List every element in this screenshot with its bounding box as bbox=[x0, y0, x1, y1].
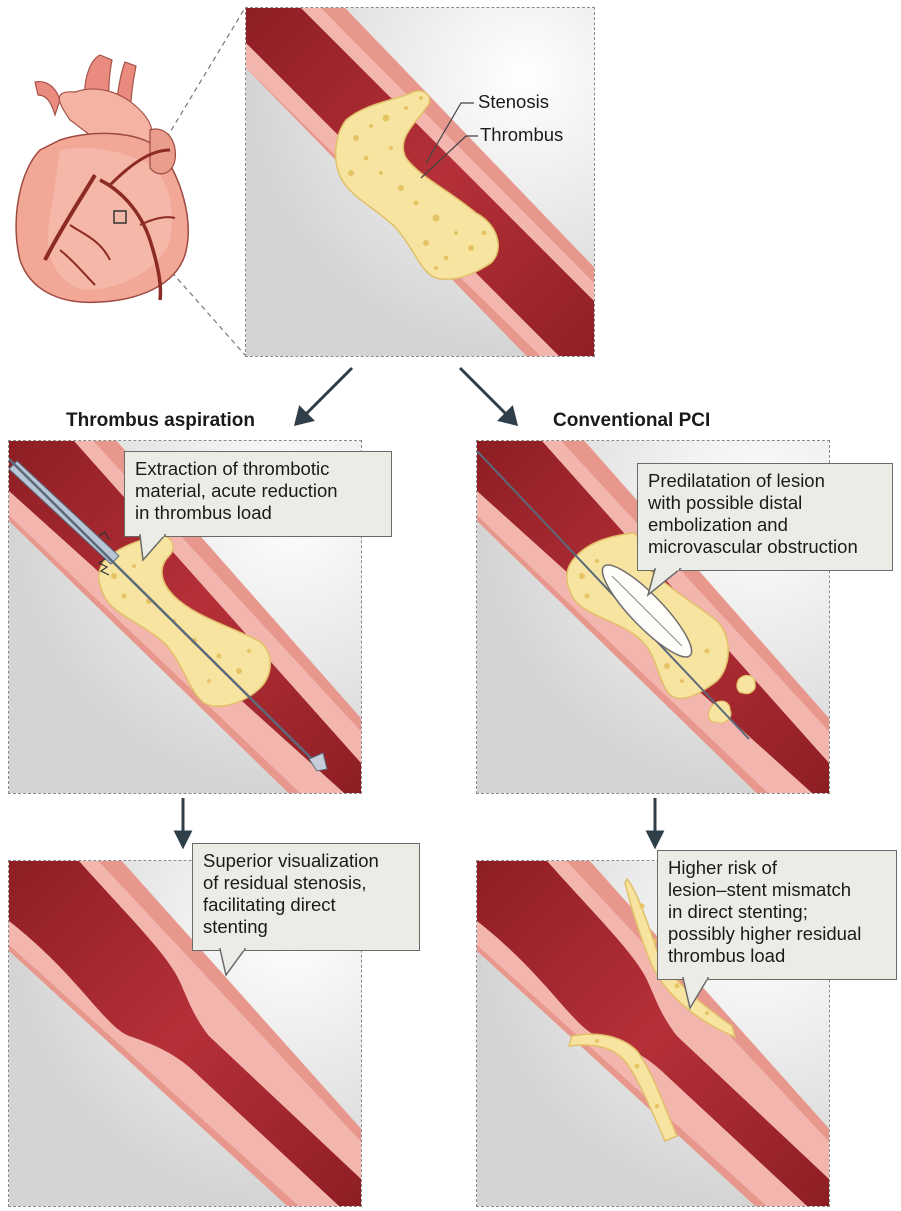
callout-tail-4 bbox=[0, 0, 901, 1211]
